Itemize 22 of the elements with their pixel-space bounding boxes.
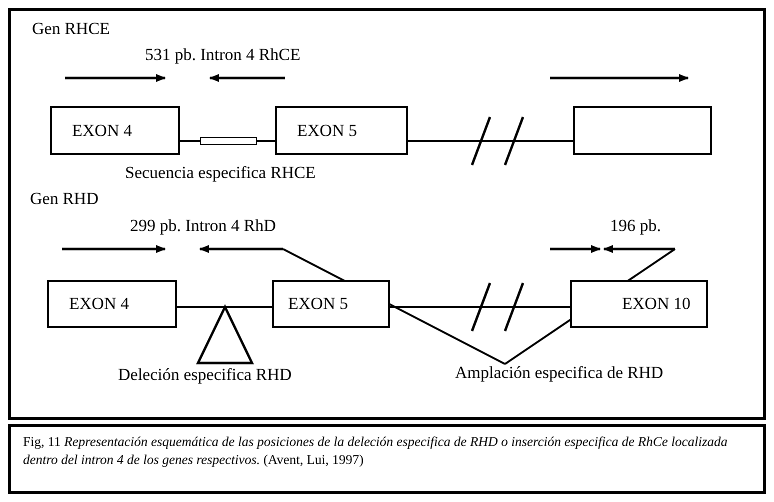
annotation-text: Secuencia especifica RHCE xyxy=(125,164,316,181)
gene-title: Gen RHD xyxy=(30,190,98,207)
gene-line xyxy=(408,140,573,142)
annotation-text: Deleción especifica RHD xyxy=(118,366,292,383)
fragment-label: 196 pb. xyxy=(610,217,661,234)
gene-line xyxy=(177,306,272,308)
fragment-label: 531 pb. Intron 4 RhCE xyxy=(145,46,300,63)
annotation-text: Amplación especifica de RHD xyxy=(455,364,664,381)
fragment-label: 299 pb. Intron 4 RhD xyxy=(130,217,276,234)
exon-box: EXON 10 xyxy=(570,280,708,328)
deletion-triangle xyxy=(196,304,254,364)
figure-caption: Fig, 11 Representación esquemática de las posiciones de la deleción especifica de RHD o inserción especifica de RhCe localizada dentro del intron 4 de los genes respectivos. (Avent, Lui, 1997) xyxy=(23,433,728,468)
exon-box: EXON 5 xyxy=(275,106,408,155)
sequence-box xyxy=(200,137,257,145)
gene-line xyxy=(257,140,275,142)
exon-box: EXON 4 xyxy=(50,106,180,155)
exon-box: EXON 5 xyxy=(272,280,390,328)
exon-box: EXON 4 xyxy=(47,280,177,328)
exon-box xyxy=(573,106,712,155)
gene-line xyxy=(180,140,200,142)
gene-line xyxy=(390,306,570,308)
gene-title: Gen RHCE xyxy=(32,20,110,37)
